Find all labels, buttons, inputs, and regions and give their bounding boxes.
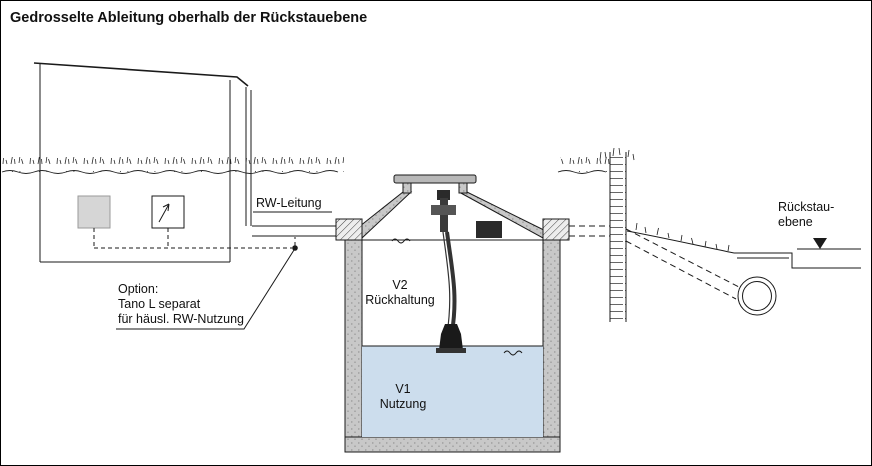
tank-neck-right: [458, 182, 468, 194]
sewer-pipe-outer: [737, 276, 777, 316]
control-unit: [476, 221, 502, 238]
v1-sublabel: Nutzung: [380, 397, 427, 411]
drain-dashed-3: [625, 228, 740, 288]
rueckstau-label-line1: Rückstau-: [778, 200, 834, 214]
tank-wall-right: [542, 237, 561, 453]
backflow-label: Rückstau- ebene: [778, 200, 834, 229]
option-label-line1: Option:: [118, 282, 158, 296]
pump-symbol-icon: [158, 203, 170, 223]
house-roof: [33, 62, 249, 87]
submersible-pump-group: [391, 190, 523, 356]
street-and-sewer: [626, 222, 861, 316]
boundary-wall: [599, 147, 635, 322]
throttled-drain-pipe: [569, 225, 740, 300]
drain-dashed-4: [625, 240, 737, 300]
rueckstau-label-line2: ebene: [778, 215, 813, 229]
pump-hose: [445, 231, 457, 333]
sewer-pipe-inner: [742, 281, 772, 311]
rw-leitung-label: RW-Leitung: [256, 196, 322, 210]
ground-surface: [1, 157, 610, 174]
pump-cable: [442, 231, 451, 335]
option-label-line2: Tano L separat: [118, 297, 201, 311]
pump-body: [439, 324, 463, 350]
junction-dot: [292, 245, 298, 251]
equipment-connection-dashed: [93, 228, 296, 249]
water-volume: [362, 346, 543, 437]
option-leader-line: [116, 249, 295, 330]
boundary-wall-fill: [610, 152, 626, 322]
grass-strip-mid: [560, 157, 610, 172]
rw-pipe-group: RW-Leitung: [252, 196, 344, 237]
pump-coupling-top: [437, 190, 450, 200]
storage-tank-box: [77, 195, 111, 229]
pipe-flange-right: [542, 218, 570, 241]
option-label-line3: für häusl. RW-Nutzung: [118, 312, 244, 326]
pump-bracket: [431, 205, 456, 215]
v2-label: V2: [392, 278, 407, 292]
page-title: Gedrosselte Ableitung oberhalb der Rücks…: [10, 10, 367, 26]
backflow-level-marker-icon: [813, 238, 827, 249]
slope-ground-line: [626, 230, 735, 254]
water-level-symbol-lower: [503, 350, 523, 356]
slope-grass: [635, 222, 730, 252]
water-level-symbol-upper: [391, 238, 411, 244]
grass-strip-left: [2, 157, 344, 172]
pump-unit-box: [151, 195, 185, 229]
manhole-cover: [393, 174, 477, 184]
wall-top-grass: [599, 147, 635, 161]
basement-equipment: [77, 195, 298, 251]
street-step-profile: [734, 252, 861, 269]
cistern-tank: [335, 174, 570, 453]
tank-neck-left: [402, 182, 412, 194]
v1-label: V1: [395, 382, 410, 396]
pipe-flange-left: [335, 218, 363, 241]
tank-bottom-slab: [344, 436, 561, 453]
v2-sublabel: Rückhaltung: [365, 293, 435, 307]
option-note: Option: Tano L separat für häusl. RW-Nut…: [116, 249, 295, 330]
pump-foot: [436, 348, 466, 353]
tank-wall-left: [344, 237, 363, 453]
tank-labels: V2 Rückhaltung V1 Nutzung: [365, 278, 435, 411]
